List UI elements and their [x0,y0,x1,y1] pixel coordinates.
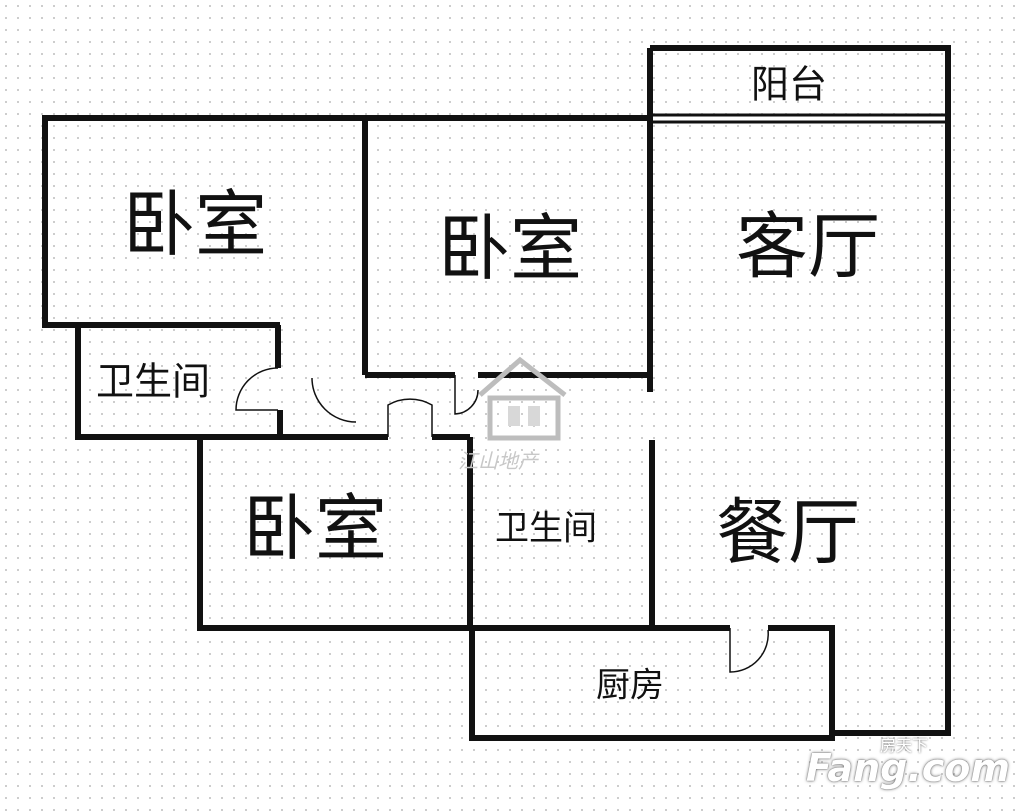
door-bathroom-a [235,367,279,411]
label-bedroom-b: 卧室 [438,207,582,291]
label-bathroom-a: 卫生间 [96,360,210,404]
wall-bathroom-a [75,325,283,440]
door-bedroom-c [387,398,433,437]
door-kitchen [729,628,769,673]
wall-outer-right [650,45,951,736]
watermark-logo [478,356,567,441]
wall-bedroom-b [365,115,653,378]
brand-logo: Fang.com [805,746,1010,790]
door-bedroom-b [454,375,479,415]
wall-bedroom-a [42,115,365,328]
label-balcony: 阳台 [751,63,827,107]
label-kitchen: 厨房 [596,666,664,706]
wall-bedroom-c [197,437,473,631]
brand-subtitle: 房天下 [879,736,928,755]
label-dining-room: 餐厅 [716,491,860,575]
door-hall [311,377,357,423]
label-bathroom-b: 卫生间 [495,509,597,549]
wall-kitchen [469,625,835,741]
label-bedroom-c: 卧室 [243,487,387,571]
label-bedroom-a: 卧室 [123,183,267,267]
watermark-text: 江山地产 [458,449,540,473]
label-living-room: 客厅 [736,205,880,289]
